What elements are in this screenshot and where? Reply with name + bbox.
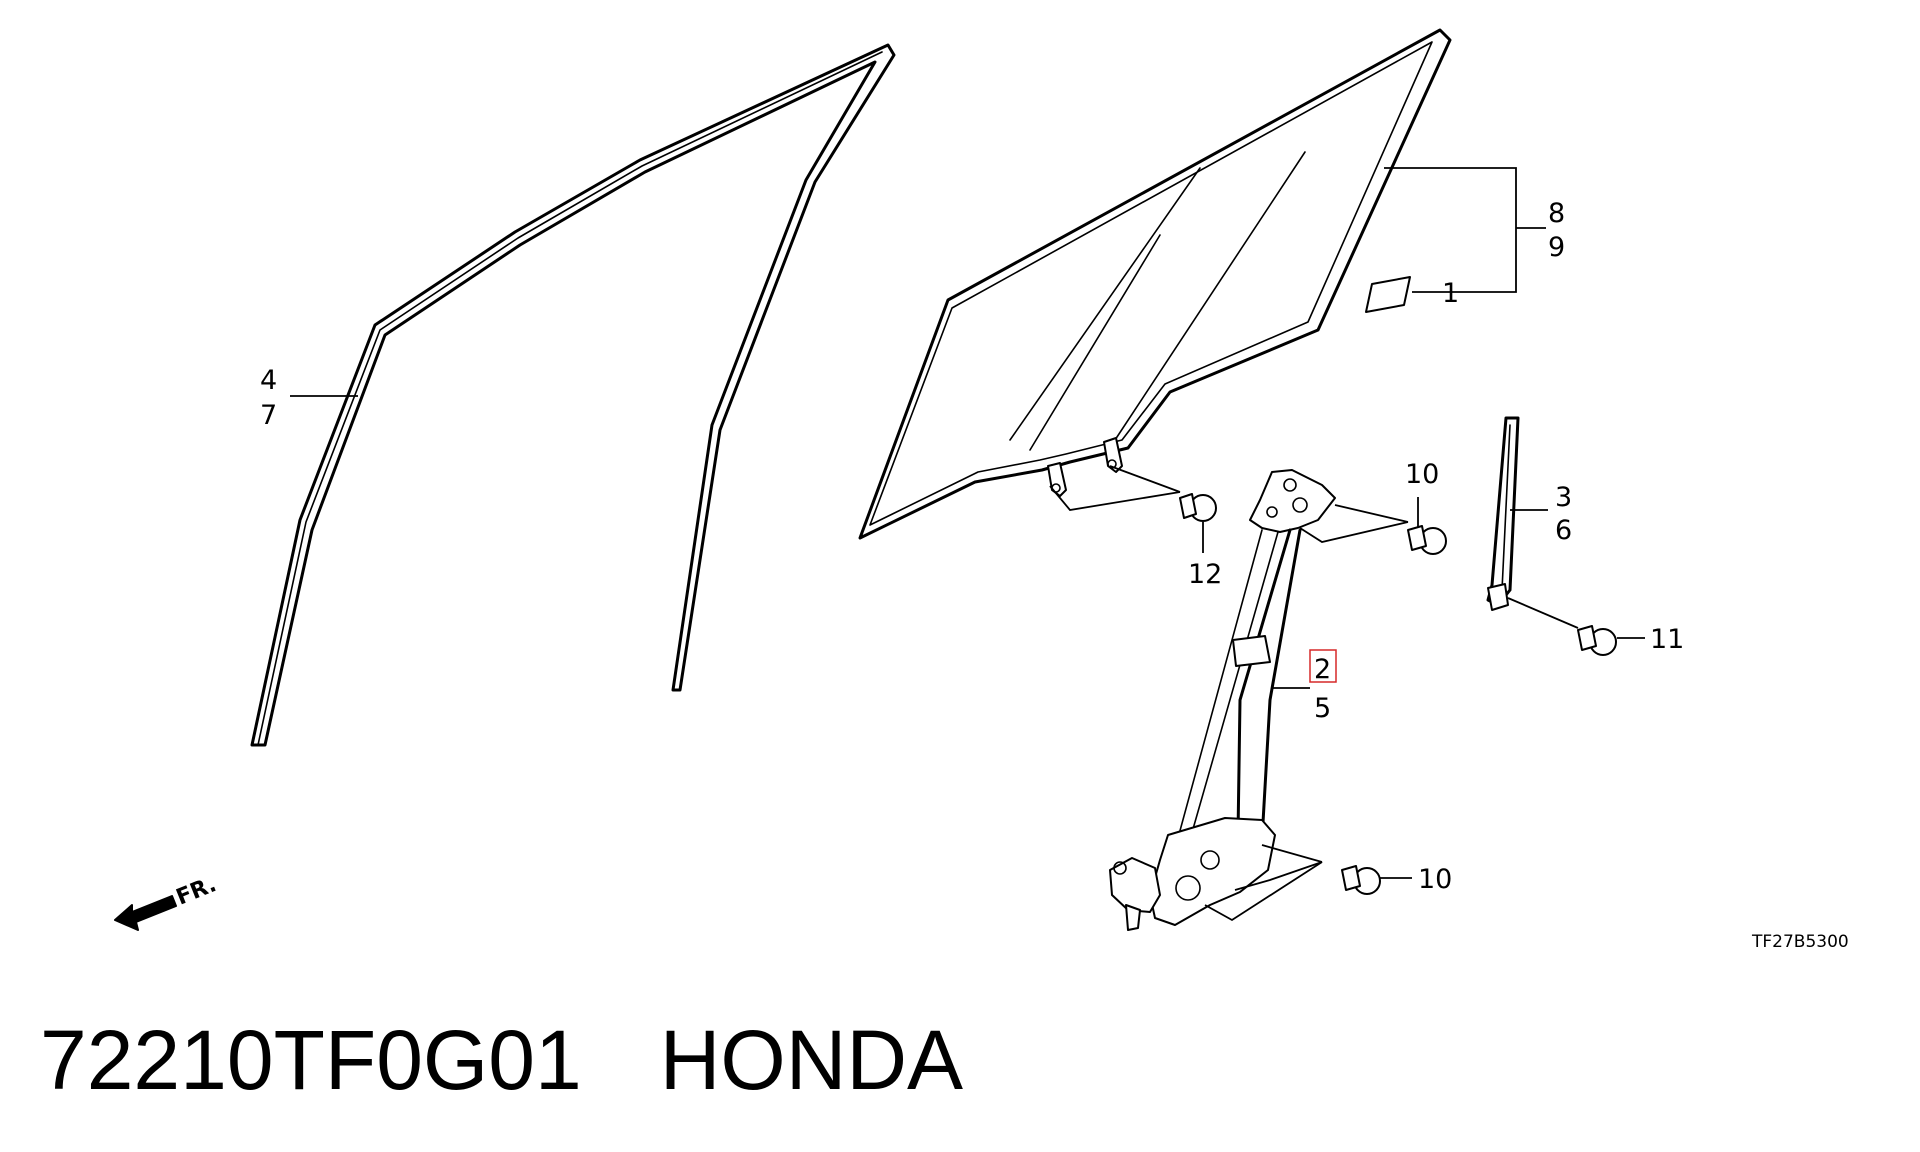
bolt-11: [1577, 625, 1617, 656]
leader-lines: [290, 167, 1645, 922]
callout-5[interactable]: 5: [1314, 693, 1331, 724]
callout-10-upper[interactable]: 10: [1405, 459, 1439, 490]
callout-6[interactable]: 6: [1555, 515, 1572, 546]
brand-name: HONDA: [659, 1013, 964, 1107]
door-glass: [858, 28, 1452, 540]
bolt-12: [1179, 493, 1217, 522]
callout-1[interactable]: 1: [1442, 278, 1459, 309]
callout-10-lower[interactable]: 10: [1418, 864, 1452, 895]
part-number: 72210TF0G01: [40, 1013, 582, 1107]
front-direction-arrow: FR.: [114, 872, 220, 931]
window-regulator: [1109, 469, 1336, 931]
glass-label-sticker: [1365, 276, 1411, 313]
callout-9[interactable]: 9: [1548, 232, 1565, 263]
bolt-10-lower: [1341, 865, 1381, 895]
diagram-code: TF27B5300: [1751, 932, 1849, 952]
callout-3[interactable]: 3: [1555, 482, 1572, 513]
callout-4[interactable]: 4: [260, 365, 277, 396]
callout-11[interactable]: 11: [1650, 624, 1684, 655]
callout-12[interactable]: 12: [1188, 559, 1222, 590]
callout-2[interactable]: 2: [1314, 654, 1331, 685]
rear-run-channel: [1486, 416, 1520, 611]
front-direction-label: FR.: [173, 872, 220, 910]
callout-7[interactable]: 7: [260, 400, 277, 431]
bolt-10-upper: [1407, 525, 1447, 555]
door-run-channel: [250, 43, 896, 747]
callout-8[interactable]: 8: [1548, 198, 1565, 229]
highlight-box: [1309, 649, 1337, 683]
